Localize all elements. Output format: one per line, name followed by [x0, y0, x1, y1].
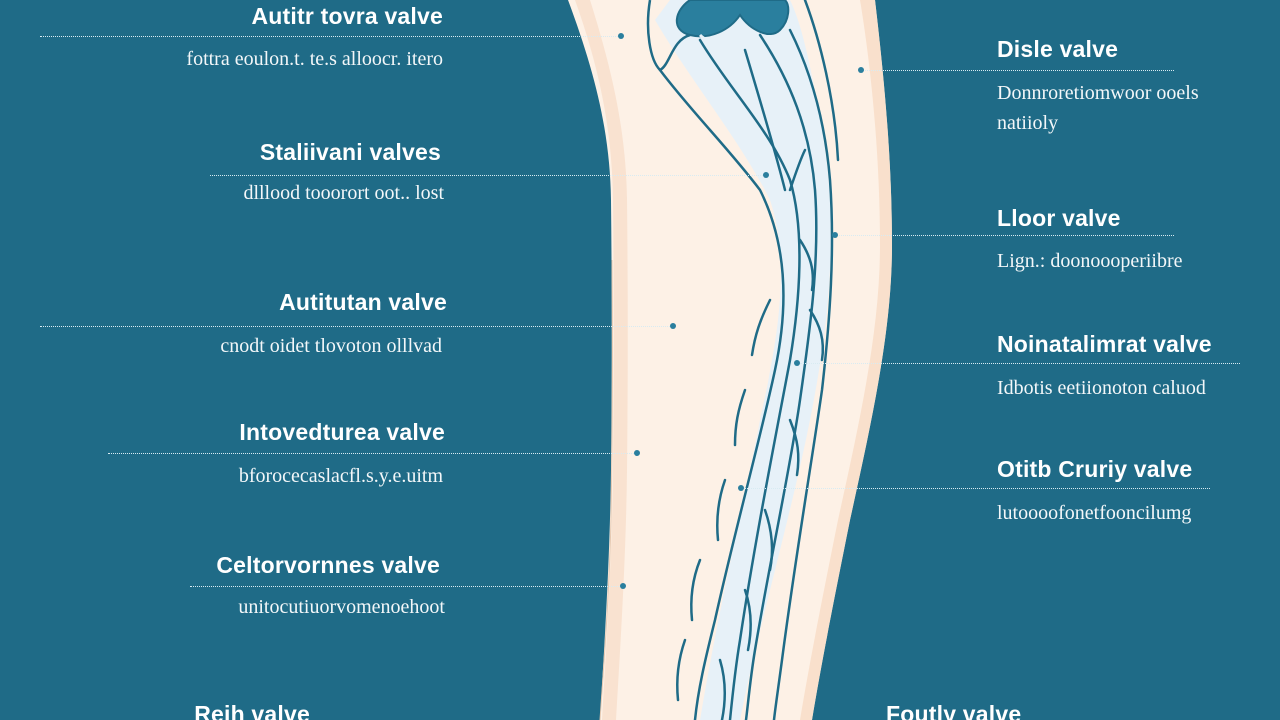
valve-title: Otitb Cruriy valve [997, 456, 1193, 482]
valve-title: Reih valve [194, 701, 310, 720]
vein-lines [658, 0, 840, 720]
label-foutly-valve: Foutly valve [886, 700, 1021, 720]
valve-title: Celtorvornnes valve [216, 552, 440, 578]
label-autitutan-desc: cnodt oidet tlovoton olllvad [220, 331, 442, 361]
leader-line [800, 363, 1240, 364]
leg-shading [575, 0, 628, 720]
valve-title: Autitr tovra valve [251, 3, 443, 29]
valve-title: Foutly valve [886, 701, 1022, 720]
vein-channel [655, 0, 831, 720]
label-lloor-valve: Lloor valve [997, 204, 1121, 232]
label-otitb-cruriy-valve: Otitb Cruriy valve [997, 455, 1192, 483]
valve-description: bforocecaslacfl.s.y.e.uitm [238, 465, 443, 487]
valve-description: Idbotis eetiionoton caluod [997, 377, 1206, 399]
label-reih-valve: Reih valve [194, 700, 310, 720]
leader-line [210, 175, 765, 176]
leader-line [862, 70, 1174, 71]
leader-line [836, 235, 1174, 236]
label-noinatalimrat-desc: Idbotis eetiionoton caluod [997, 373, 1206, 403]
leader-line [744, 488, 1210, 489]
valve-description: lutoooofonetfooncilumg [997, 502, 1192, 524]
leader-dot [858, 67, 864, 73]
leader-line [40, 326, 672, 327]
label-disle-desc: Donnroretiomwoor ooels natiioly [997, 78, 1199, 138]
leader-dot [832, 232, 838, 238]
leg-inner-edge [599, 259, 613, 720]
leader-line [108, 453, 636, 454]
leader-dot [794, 360, 800, 366]
leg-shading-right [800, 0, 892, 720]
leader-dot [738, 485, 744, 491]
label-intovedturea-valve: Intovedturea valve [239, 418, 445, 446]
label-autitr-tovra-valve: Autitr tovra valve [252, 2, 444, 30]
leader-dot [634, 450, 640, 456]
valve-description: dlllood tooorort oot.. lost [243, 182, 444, 204]
label-staliivani-desc: dlllood tooorort oot.. lost [243, 178, 444, 208]
valve-title: Autitutan valve [279, 289, 447, 315]
valve-title: Disle valve [997, 36, 1119, 62]
leader-line [190, 586, 622, 587]
label-celtorvornnes-valve: Celtorvornnes valve [216, 551, 440, 579]
label-noinatalimrat-valve: Noinatalimrat valve [997, 330, 1212, 358]
label-disle-valve: Disle valve [997, 35, 1118, 63]
valve-title: Noinatalimrat valve [997, 331, 1212, 357]
leader-dot [618, 33, 624, 39]
label-autitr-tovra-desc: fottra eoulon.t. te.s alloocr. itero [186, 44, 443, 74]
label-intovedturea-desc: bforocecaslacfl.s.y.e.uitm [239, 461, 443, 491]
valve-title: Intovedturea valve [239, 419, 445, 445]
valve-description: fottra eoulon.t. te.s alloocr. itero [186, 48, 443, 70]
valve-title: Staliivani valves [259, 139, 441, 165]
label-lloor-desc: Lign.: doonoooperiibre [997, 246, 1183, 276]
valve-description: unitocutiuorvomenoehoot [238, 596, 445, 618]
leader-dot [670, 323, 676, 329]
label-autitutan-valve: Autitutan valve [279, 288, 447, 316]
valve-title: Lloor valve [997, 205, 1121, 231]
leader-dot [620, 583, 626, 589]
valve-description: Lign.: doonoooperiibre [997, 250, 1183, 272]
leader-line [40, 36, 620, 37]
valve-description: Donnroretiomwoor ooels natiioly [997, 82, 1199, 134]
leader-dot [763, 172, 769, 178]
valve-description: cnodt oidet tlovoton olllvad [220, 335, 442, 357]
label-celtorvornnes-desc: unitocutiuorvomenoehoot [238, 592, 445, 622]
label-otitb-cruriy-desc: lutoooofonetfooncilumg [997, 498, 1191, 528]
label-staliivani-valves: Staliivani valves [260, 138, 441, 166]
